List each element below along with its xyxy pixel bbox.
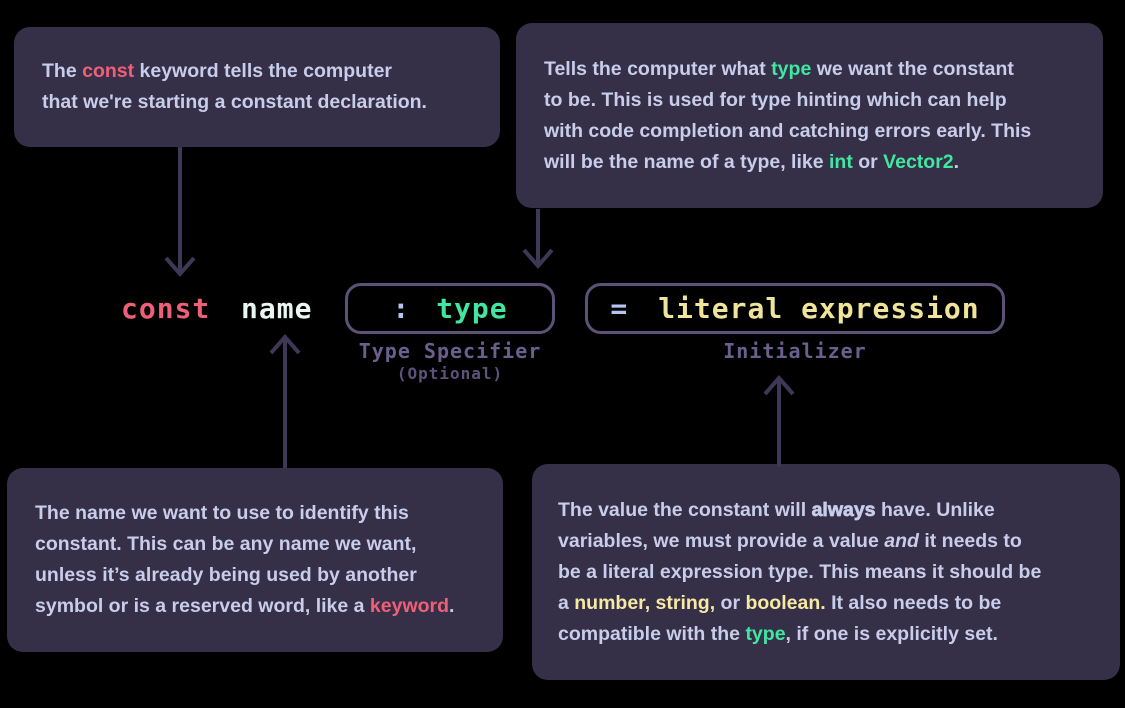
initializer-label: Initializer bbox=[723, 339, 867, 363]
arrow-down-to-type-icon bbox=[522, 209, 554, 270]
type-token: type bbox=[436, 292, 508, 325]
note-initializer: The value the constant will always have.… bbox=[532, 464, 1120, 680]
type-specifier-label: Type Specifier bbox=[358, 339, 542, 363]
const-keyword-token: const bbox=[121, 292, 211, 325]
note-name: The name we want to use to identify this… bbox=[7, 468, 503, 652]
optional-label: (Optional) bbox=[396, 364, 504, 383]
equals-operator: = bbox=[610, 292, 629, 325]
type-specifier-pill: : type bbox=[345, 283, 555, 334]
arrow-up-to-name-icon bbox=[269, 333, 301, 468]
literal-expression-token: literal expression bbox=[658, 292, 980, 325]
colon-operator: : bbox=[392, 292, 411, 325]
arrow-down-to-const-icon bbox=[164, 147, 196, 278]
initializer-pill: = literal expression bbox=[585, 283, 1005, 334]
name-token: name bbox=[241, 292, 313, 325]
arrow-up-to-initializer-icon bbox=[763, 374, 795, 467]
note-type-specifier: Tells the computer what type we want the… bbox=[516, 23, 1103, 208]
